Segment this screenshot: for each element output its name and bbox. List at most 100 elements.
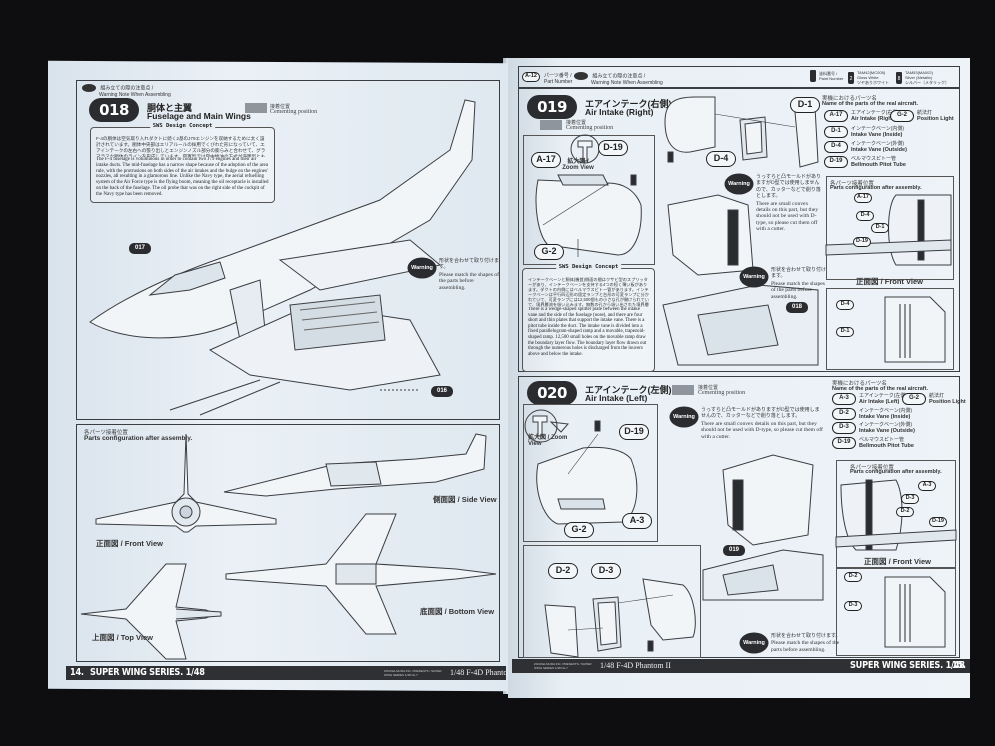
- step-020-zoom-panel: [523, 404, 658, 542]
- warning-mark-icon: [574, 72, 588, 80]
- warning-badge: Warning: [741, 268, 767, 286]
- callout-d-2: D-2: [548, 563, 578, 579]
- intake-left-zoom-drawing: [523, 404, 658, 542]
- paint-bottle-icon: 8: [896, 71, 902, 84]
- callout-d-2: D-2: [896, 507, 914, 517]
- callout-d-3: D-3: [844, 601, 862, 611]
- warning-text: 形状を合わせて取り付けます。 Please match the shapes o…: [771, 268, 827, 300]
- legend-item-d-4: D-4 インテークベーン(外側)Intake Vane (Outside): [824, 141, 907, 153]
- series-title-right: SUPER WING SERIES. 1/48: [850, 660, 965, 671]
- bottom-view-drawing: [226, 514, 496, 634]
- legend-title-en: Name of the parts of the real aircraft.: [832, 386, 928, 392]
- warning-badge: Warning: [741, 634, 767, 652]
- step-020-detail-panel: [836, 568, 956, 656]
- warning-note-header-right: 組み立ての際の注意点 / Warning Note When Assemblin…: [574, 72, 663, 86]
- callout-018: 018: [786, 302, 808, 313]
- model-name-left: 1/48 F-4D Phantom II: [450, 668, 521, 677]
- warning-note-header: 組み立ての際の注意点 / Warning Note When Assemblin…: [82, 84, 171, 98]
- front-view-label: 正面図 / Front View: [96, 539, 163, 548]
- warning-note: Warning うっすらと凸モールドがありますがD型では使用しませんので、カッタ…: [726, 175, 821, 233]
- bottom-view-label: 底面図 / Bottom View: [420, 607, 495, 616]
- warning-badge: Warning: [726, 175, 752, 193]
- footer-right: ZOUKEI-MURA INC. PRESENTS / SUPER WING S…: [512, 659, 970, 673]
- legend-item-d-3: D-3 インテークベーン(外側)Intake Vane (Outside): [832, 422, 915, 434]
- step-018-frame: [76, 80, 500, 420]
- design-concept-box: SWS Design Concept インテークベーンと胴体(機首)側面の間はク…: [522, 264, 655, 372]
- top-view-label: 上面図 / Top View: [92, 633, 153, 642]
- page-number-left: 14.: [70, 667, 84, 678]
- publisher-note-right: ZOUKEI-MURA INC. PRESENTS / SUPER WING S…: [534, 662, 592, 670]
- legend-item-d-1: D-1 インテークベーン(内側)Intake Vane (Inside): [824, 126, 904, 138]
- callout-d-19: D-19: [619, 424, 649, 440]
- legend-title-jp: 実機におけるパーツ名: [822, 96, 877, 102]
- footer-left: 14. SUPER WING SERIES. 1/48 ZOUKEI-MURA …: [66, 666, 521, 680]
- side-view-drawing: [224, 434, 486, 496]
- callout-a-3: A-3: [918, 481, 936, 491]
- fuselage-outline: [90, 100, 475, 338]
- step-019-detail-panel: [826, 288, 954, 370]
- three-view-drawings: [76, 424, 500, 662]
- callout-d-19: D-19: [853, 237, 871, 247]
- top-view-drawing: [81, 564, 221, 659]
- legend-title-jp: 実機におけるパーツ名: [832, 381, 887, 387]
- step-number-badge: 020: [527, 381, 577, 405]
- step-title-jp: 胴体と主翼: [147, 103, 193, 113]
- paint-legend-item: 塗料番号 /Paint Number: [810, 70, 843, 82]
- config-label-en: Parts configuration after assembly.: [84, 435, 193, 442]
- cementing-swatch: [672, 385, 694, 395]
- callout-d-3: D-3: [591, 563, 621, 579]
- zoom-view-label: 拡大図 / Zoom View: [562, 159, 594, 171]
- callout-d-19: D-19: [929, 517, 947, 527]
- zoom-view-label: 拡大図 / Zoom View: [528, 435, 568, 447]
- callout-a-3: A-3: [622, 513, 652, 529]
- callout-a-17: A-17: [854, 193, 872, 203]
- wing-left: [280, 240, 440, 290]
- step-title-en: Fuselage and Main Wings: [147, 111, 251, 121]
- step-020-parts-panel: [523, 545, 701, 658]
- step-020-config-panel: [836, 460, 956, 568]
- cementing-label-en: Cementing position: [698, 390, 746, 396]
- parts-configuration-frame: [76, 424, 500, 662]
- callout-d-1: D-1: [836, 327, 854, 337]
- config-label-en: Parts configuration after assembly.: [830, 185, 922, 191]
- front-view-drawing: [96, 434, 276, 532]
- model-name-right: 1/48 F-4D Phantom II: [600, 661, 671, 670]
- step-title-jp: エアインテーク(左側): [585, 385, 672, 395]
- intake-left-front-view-drawing: [836, 475, 956, 555]
- design-concept-box: SWS Design Concept F-4の胴体は空気取り入れダクトに続く2基…: [90, 123, 275, 203]
- callout-d-4: D-4: [836, 300, 854, 310]
- config-label-jp: 各パーツ接着位置: [84, 430, 128, 436]
- warning-text: 形状を合わせて取り付けます。 Please match the shapes o…: [439, 259, 500, 291]
- cementing-swatch: [245, 103, 267, 113]
- callout-d-19: D-19: [598, 140, 628, 156]
- concept-text-jp: インテークベーンと胴体(機首)側面の間はクサビ型のスプリッターがあり、インテーク…: [528, 277, 649, 307]
- intake-right-fuselage-drawing: [658, 195, 823, 370]
- paint-legend-item: 8 TAM53(MA002)Silver (Metallic)シルバー（メタリッ…: [896, 70, 949, 85]
- callout-019: 019: [723, 545, 745, 556]
- legend-item-a-3: A-3 エアインテーク(左側)Air Intake (Left): [832, 393, 907, 405]
- cementing-label-en: Cementing position: [566, 125, 614, 131]
- callout-d-2: D-2: [844, 572, 862, 582]
- callout-d-4: D-4: [706, 151, 736, 167]
- step-title-jp: エアインテーク(右側): [585, 99, 672, 109]
- concept-title: SWS Design Concept: [555, 264, 622, 270]
- header-strip: [518, 66, 960, 88]
- warning-note: Warning 形状を合わせて取り付けます。 Please match the …: [741, 634, 841, 653]
- callout-017: 017: [129, 243, 151, 254]
- intake-right-exploded-drawing: [655, 92, 825, 172]
- canopy: [150, 262, 225, 295]
- intake-left-fuselage-drawing: [703, 450, 823, 600]
- step-title-en: Air Intake (Right): [585, 107, 654, 117]
- callout-d-4: D-4: [856, 211, 874, 221]
- config-label-jp: 各パーツ接着位置: [850, 465, 894, 471]
- callout-d-3: D-3: [901, 494, 919, 504]
- callout-a-17: A-17: [531, 152, 561, 168]
- fuselage-assembly-drawing: [80, 90, 500, 420]
- config-label-jp: 各パーツ接着位置: [830, 181, 874, 187]
- warning-text: 形状を合わせて取り付けます。 Please match the shapes o…: [771, 634, 841, 653]
- cementing-swatch: [540, 120, 562, 130]
- warning-note: Warning うっすらと凸モールドがありますがD型では使用しませんので、カッタ…: [671, 408, 823, 440]
- step-number-badge: 018: [89, 98, 139, 122]
